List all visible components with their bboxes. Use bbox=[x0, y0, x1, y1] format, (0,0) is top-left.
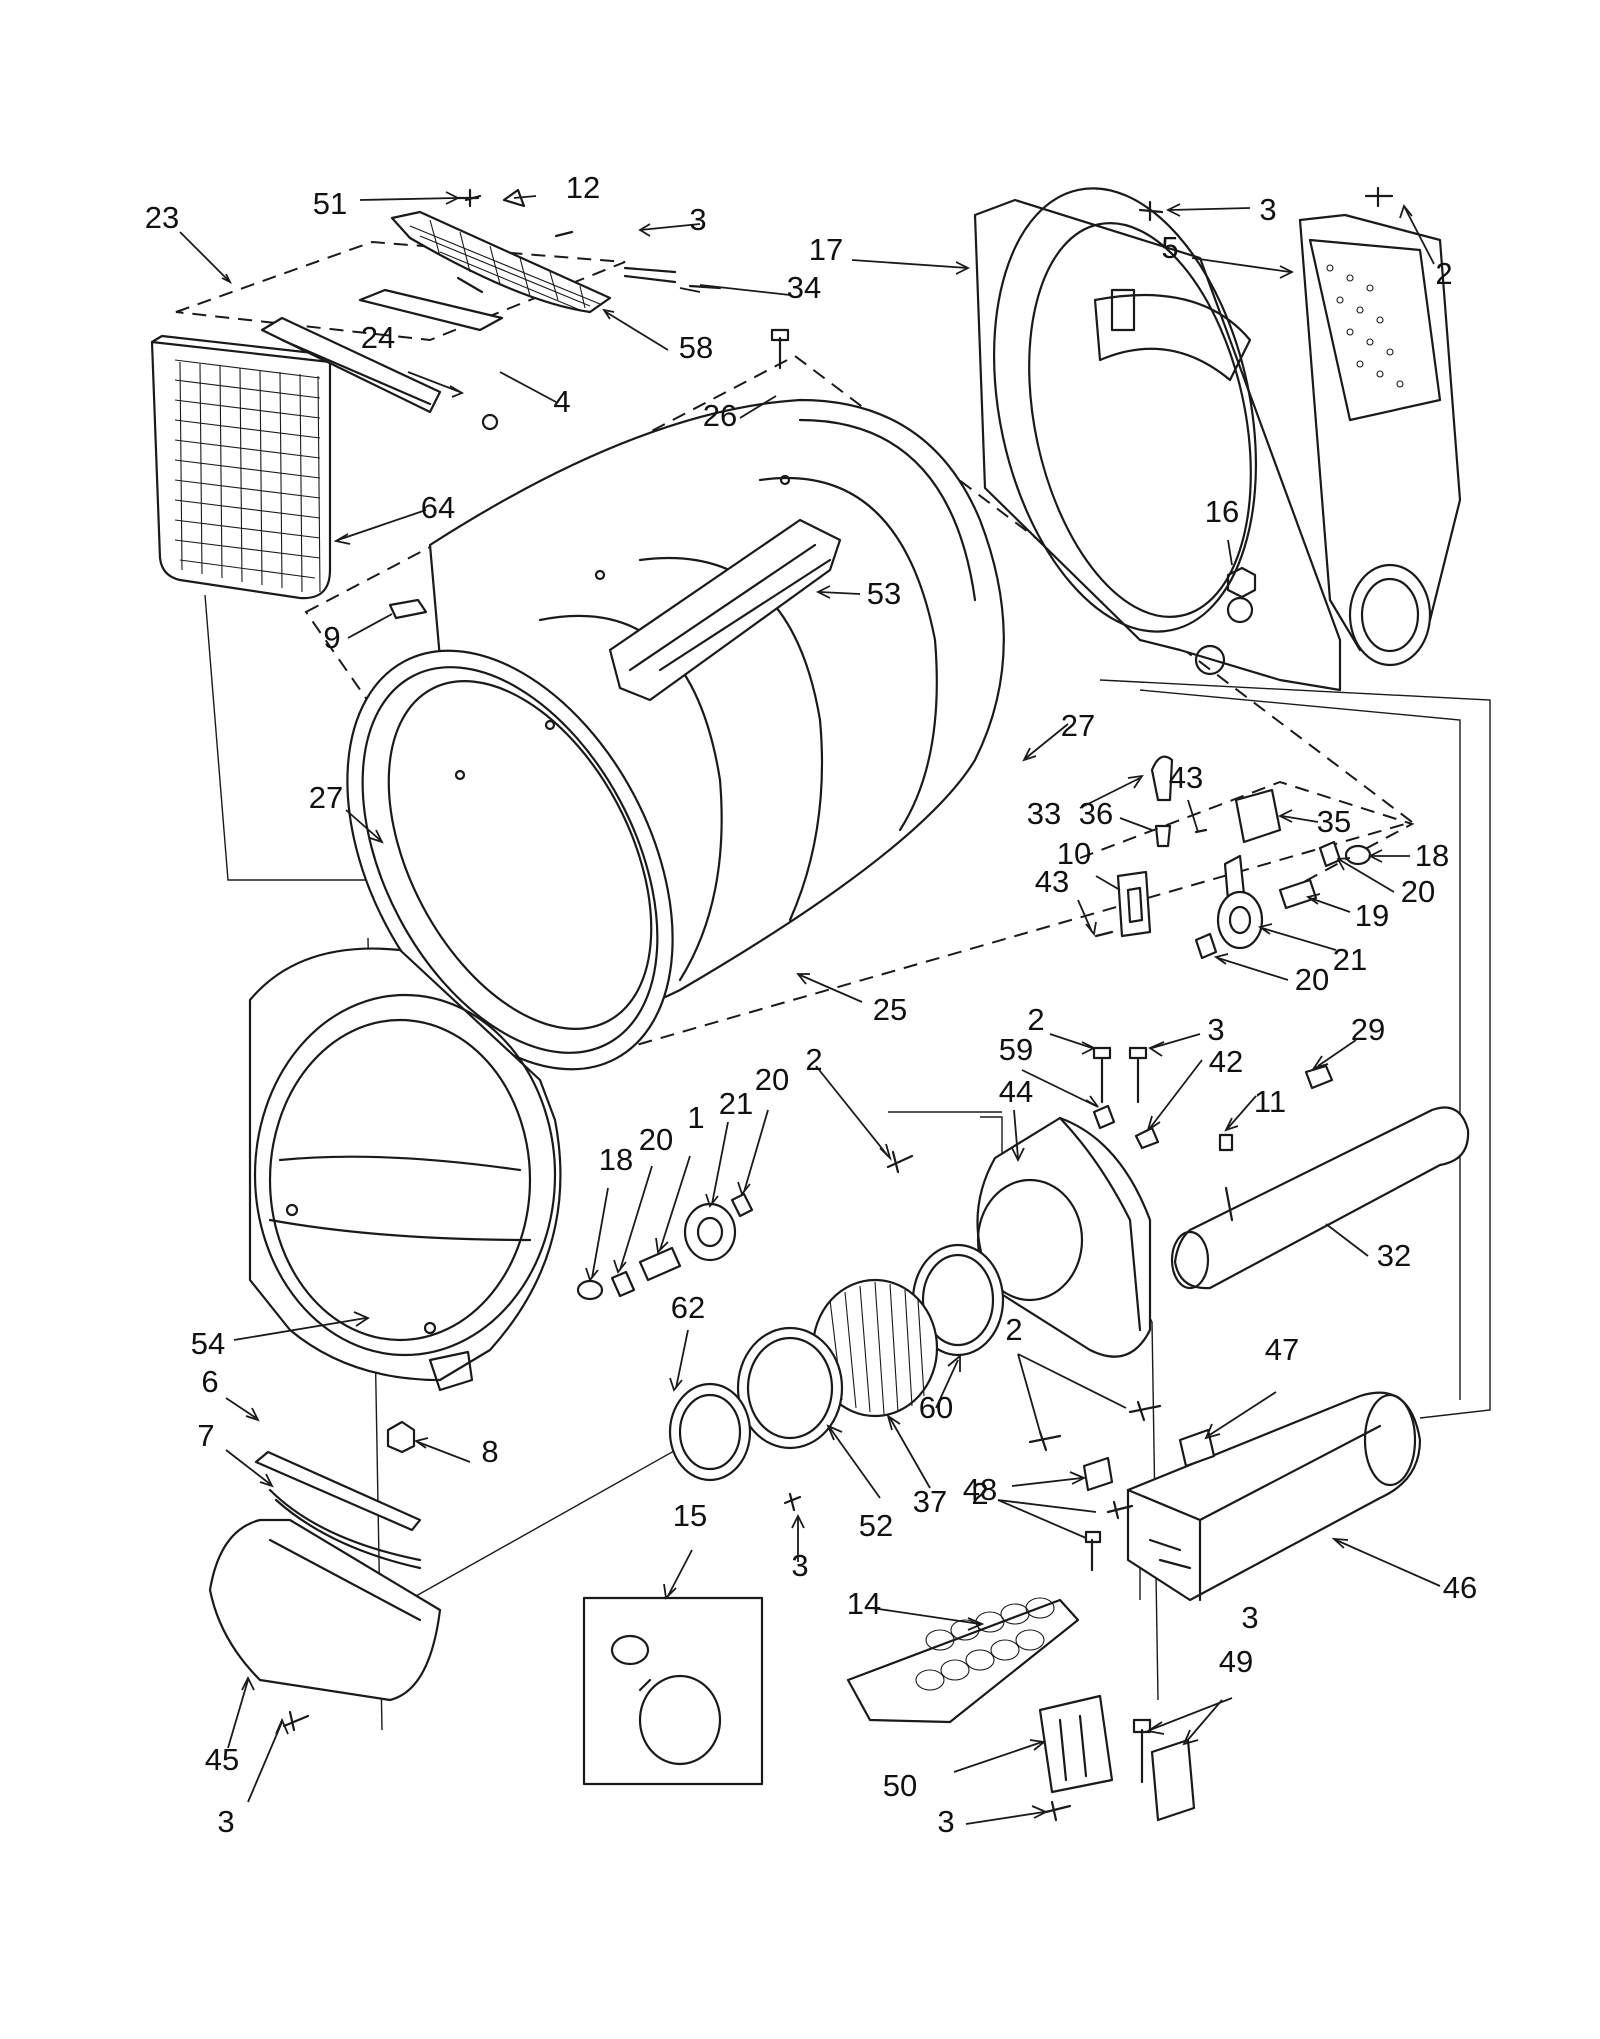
label-3-rear: 3 bbox=[1259, 192, 1276, 227]
label-2-front: 2 bbox=[805, 1042, 822, 1077]
label-24: 24 bbox=[361, 320, 395, 355]
label-3-front-bottom: 3 bbox=[217, 1804, 234, 1839]
drum bbox=[346, 328, 1005, 1071]
label-2-duct-bottom: 2 bbox=[971, 1476, 988, 1511]
label-53: 53 bbox=[867, 576, 901, 611]
label-29: 29 bbox=[1351, 1012, 1385, 1047]
label-10: 10 bbox=[1057, 836, 1091, 871]
label-27-left: 27 bbox=[309, 780, 343, 815]
label-47: 47 bbox=[1265, 1332, 1299, 1367]
label-6: 6 bbox=[201, 1364, 218, 1399]
label-33: 33 bbox=[1027, 796, 1061, 831]
rear-bearing-parts bbox=[1094, 755, 1372, 960]
label-35: 35 bbox=[1317, 804, 1351, 839]
label-45: 45 bbox=[205, 1742, 239, 1777]
front-lower-parts bbox=[208, 1450, 442, 1732]
label-25: 25 bbox=[873, 992, 907, 1027]
label-58: 58 bbox=[679, 330, 713, 365]
label-16: 16 bbox=[1205, 494, 1239, 529]
label-2-blower-top: 2 bbox=[1027, 1002, 1044, 1037]
label-49: 49 bbox=[1219, 1644, 1253, 1679]
label-5: 5 bbox=[1161, 230, 1178, 265]
label-37: 37 bbox=[913, 1484, 947, 1519]
label-3-blower-top: 3 bbox=[1207, 1012, 1224, 1047]
label-46: 46 bbox=[1443, 1570, 1477, 1605]
label-3-top: 3 bbox=[689, 202, 706, 237]
front-bulkhead bbox=[248, 947, 562, 1454]
label-59: 59 bbox=[999, 1032, 1033, 1067]
rear-bulkhead bbox=[973, 186, 1462, 692]
label-21-front: 21 bbox=[719, 1086, 753, 1121]
label-20-front-right: 20 bbox=[755, 1062, 789, 1097]
label-43-bottom: 43 bbox=[1035, 864, 1069, 899]
label-62: 62 bbox=[671, 1290, 705, 1325]
label-60: 60 bbox=[919, 1390, 953, 1425]
label-9: 9 bbox=[323, 620, 340, 655]
label-32: 32 bbox=[1377, 1238, 1411, 1273]
label-21-rear: 21 bbox=[1333, 942, 1367, 977]
label-20-front-left: 20 bbox=[639, 1122, 673, 1157]
label-18-rear: 18 bbox=[1415, 838, 1449, 873]
label-19: 19 bbox=[1355, 898, 1389, 933]
heater-element-group bbox=[582, 1596, 1196, 1822]
leader-lines bbox=[179, 191, 1441, 1825]
label-7: 7 bbox=[197, 1418, 214, 1453]
label-54: 54 bbox=[191, 1326, 225, 1361]
label-23: 23 bbox=[145, 200, 179, 235]
label-50: 50 bbox=[883, 1768, 917, 1803]
label-43-top: 43 bbox=[1169, 760, 1203, 795]
label-8: 8 bbox=[481, 1434, 498, 1469]
label-4: 4 bbox=[553, 384, 570, 419]
label-42: 42 bbox=[1209, 1044, 1243, 1079]
label-1: 1 bbox=[687, 1100, 704, 1135]
label-27-right: 27 bbox=[1061, 708, 1095, 743]
heater-duct bbox=[1028, 1391, 1422, 1602]
label-20-rear-top: 20 bbox=[1401, 874, 1435, 909]
label-11: 11 bbox=[1254, 1084, 1286, 1119]
exhaust-tube bbox=[1170, 1064, 1470, 1290]
label-3-blower-bottom: 3 bbox=[791, 1548, 808, 1583]
label-18-front: 18 bbox=[599, 1142, 633, 1177]
label-36: 36 bbox=[1079, 796, 1113, 831]
label-15: 15 bbox=[673, 1498, 707, 1533]
label-26: 26 bbox=[703, 398, 737, 433]
label-34: 34 bbox=[787, 270, 821, 305]
label-48: 48 bbox=[963, 1472, 997, 1507]
label-20-rear-bottom: 20 bbox=[1295, 962, 1329, 997]
label-2-rear: 2 bbox=[1435, 256, 1452, 291]
lint-screen-assembly bbox=[150, 188, 722, 600]
label-64: 64 bbox=[421, 490, 455, 525]
label-51: 51 bbox=[313, 186, 347, 221]
label-17: 17 bbox=[809, 232, 843, 267]
label-12: 12 bbox=[566, 170, 600, 205]
label-52: 52 bbox=[859, 1508, 893, 1543]
label-3-bracket-top: 3 bbox=[1241, 1600, 1258, 1635]
front-bearing-parts bbox=[576, 1192, 754, 1301]
blower-assembly bbox=[668, 1046, 1160, 1512]
label-44: 44 bbox=[999, 1074, 1033, 1109]
label-2-duct-top: 2 bbox=[1005, 1312, 1022, 1347]
label-3-bracket-bottom: 3 bbox=[937, 1804, 954, 1839]
part-labels: 51 12 3 23 24 4 58 34 26 17 3 5 2 64 9 5… bbox=[145, 170, 1477, 1839]
label-14: 14 bbox=[847, 1586, 881, 1621]
